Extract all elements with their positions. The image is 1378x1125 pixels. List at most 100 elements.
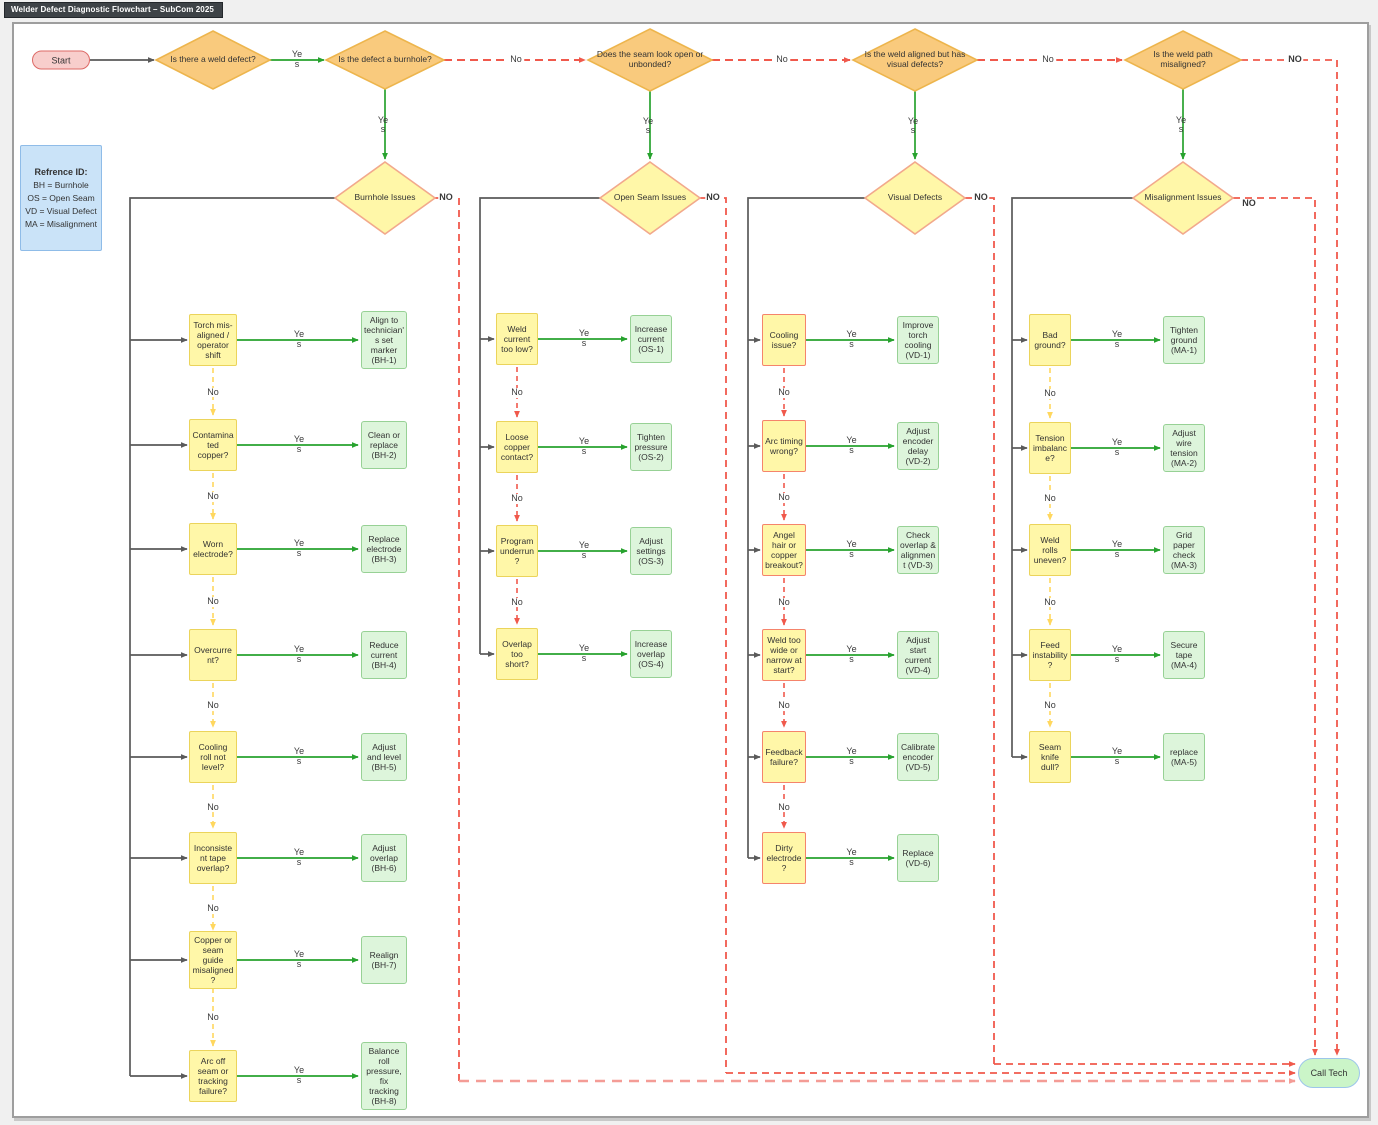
yes-label: Yes [846, 746, 857, 766]
decision-diamond-2 [586, 28, 714, 92]
question-box-2-5: Dirty electrode? [762, 832, 806, 884]
question-box-3-2: Weld rolls uneven? [1029, 524, 1071, 576]
yes-label: Yes [1111, 746, 1123, 766]
action-box-3-3: Secure tape (MA-4) [1163, 631, 1205, 679]
no-label: No [205, 801, 221, 813]
no-label: No [508, 54, 524, 65]
question-box-3-3: Feed instability? [1029, 629, 1071, 681]
no-label: No [205, 1012, 221, 1023]
action-box-0-5: Adjust overlap (BH-6) [361, 834, 407, 882]
question-box-0-6: Copper or seam guide misaligned? [189, 930, 237, 990]
yes-label: Yes [291, 49, 303, 69]
yes-label: Yes [293, 644, 305, 664]
decision-label-3: Is the weld aligned but has visual defec… [864, 49, 966, 69]
no-label: No [205, 596, 221, 607]
edge-no-exit-0 [435, 197, 460, 1081]
no-caps-label: NO [705, 192, 721, 203]
category-diamond-0 [333, 161, 437, 235]
yes-label: Yes [293, 949, 305, 969]
action-box-1-0: Increase current (OS-1) [630, 315, 672, 363]
decision-diamond-3 [851, 28, 979, 92]
edge-no-exit-2 [965, 197, 995, 1064]
no-label: No [1042, 596, 1058, 608]
question-box-1-3: Overlap too short? [496, 628, 538, 680]
yes-label: Yes [846, 847, 857, 867]
legend-line: OS = Open Seam [27, 193, 95, 203]
yes-label: Yes [293, 847, 305, 867]
action-box-1-1: Tighten pressure (OS-2) [630, 423, 672, 471]
category-diamond-2 [863, 161, 967, 235]
question-box-3-0: Bad ground? [1029, 314, 1071, 366]
decision-diamond-4 [1123, 30, 1243, 90]
decision-diamond-0 [154, 30, 272, 90]
yes-label: Yes [578, 328, 590, 348]
yes-label: Yes [293, 746, 305, 766]
no-label: No [776, 700, 792, 711]
call-tech-node: Call Tech [1298, 1058, 1360, 1088]
question-box-0-2: Worn electrode? [189, 523, 237, 575]
action-box-2-1: Adjust encoder delay (VD-2) [897, 421, 939, 471]
no-label: No [1040, 54, 1056, 65]
yes-label: Yes [1111, 644, 1123, 664]
action-box-0-4: Adjust and level (BH-5) [361, 733, 407, 781]
yes-label: Yes [642, 115, 654, 136]
question-box-0-1: Contaminated copper? [189, 419, 237, 471]
edge-no-exit-1 [700, 197, 727, 1073]
decision-label-0: Is there a weld defect? [170, 54, 256, 65]
edge-trunk-0 [129, 197, 335, 1076]
question-box-0-4: Cooling roll not level? [189, 731, 237, 783]
question-box-0-7: Arc off seam or tracking failure? [189, 1050, 237, 1102]
action-box-3-2: Grid paper check (MA-3) [1163, 525, 1205, 575]
question-box-2-3: Weld too wide or narrow at start? [762, 629, 806, 681]
no-caps-label: NO [973, 192, 989, 203]
question-box-0-5: Inconsistent tape overlap? [189, 832, 237, 884]
action-box-0-2: Replace electrode (BH-3) [361, 525, 407, 573]
no-label: No [776, 596, 792, 608]
no-label: No [776, 492, 792, 503]
yes-label: Yes [377, 114, 389, 135]
edge-no-exit-3 [1233, 197, 1318, 1056]
yes-label: Yes [1111, 329, 1123, 349]
legend-heading: Refrence ID: [34, 166, 88, 177]
action-box-3-4: replace (MA-5) [1163, 733, 1205, 781]
action-box-2-2: Check overlap & alignment (VD-3) [897, 525, 939, 575]
edge-trunk-3 [1011, 197, 1133, 757]
legend-line: BH = Burnhole [33, 180, 89, 191]
start-node: Start [32, 50, 90, 70]
yes-label: Yes [1111, 539, 1123, 559]
decision-diamond-1 [324, 30, 446, 90]
action-box-0-7: Balance roll pressure, fix tracking (BH-… [361, 1041, 407, 1111]
category-label-3: Misalignment Issues [1144, 192, 1222, 203]
decision-label-4: Is the weld path misaligned? [1153, 49, 1213, 69]
decision-label-2: Does the seam look open or unbonded? [596, 49, 704, 69]
category-label-2: Visual Defects [887, 192, 943, 203]
question-box-1-2: Program underrun? [496, 525, 538, 577]
action-box-2-0: Improve torch cooling (VD-1) [897, 315, 939, 365]
question-box-0-3: Overcurrent? [189, 629, 237, 681]
action-box-3-0: Tighten ground (MA-1) [1163, 316, 1205, 364]
legend-line: VD = Visual Defect [25, 205, 97, 216]
yes-label: Yes [907, 115, 919, 136]
question-box-1-1: Loose copper contact? [496, 421, 538, 473]
no-label: No [509, 493, 525, 504]
yes-label: Yes [578, 540, 590, 560]
no-label: No [774, 54, 790, 65]
question-box-1-0: Weld current too low? [496, 313, 538, 365]
no-label: No [205, 386, 221, 398]
no-label: No [1042, 388, 1058, 399]
category-label-0: Burnhole Issues [354, 192, 416, 203]
no-label: No [205, 903, 221, 914]
action-box-0-1: Clean or replace (BH-2) [361, 421, 407, 469]
question-box-2-0: Cooling issue? [762, 314, 806, 366]
action-box-2-5: Replace (VD-6) [897, 834, 939, 882]
diagram-title-bar: Welder Defect Diagnostic Flowchart – Sub… [4, 2, 223, 18]
action-box-3-1: Adjust wire tension (MA-2) [1163, 423, 1205, 473]
yes-label: Yes [293, 538, 305, 558]
edge-trunk-2 [747, 197, 865, 858]
yes-label: Yes [846, 644, 857, 664]
legend-box: Refrence ID: BH = Burnhole OS = Open Sea… [20, 145, 102, 251]
yes-label: Yes [578, 436, 590, 456]
no-label: No [205, 700, 221, 711]
